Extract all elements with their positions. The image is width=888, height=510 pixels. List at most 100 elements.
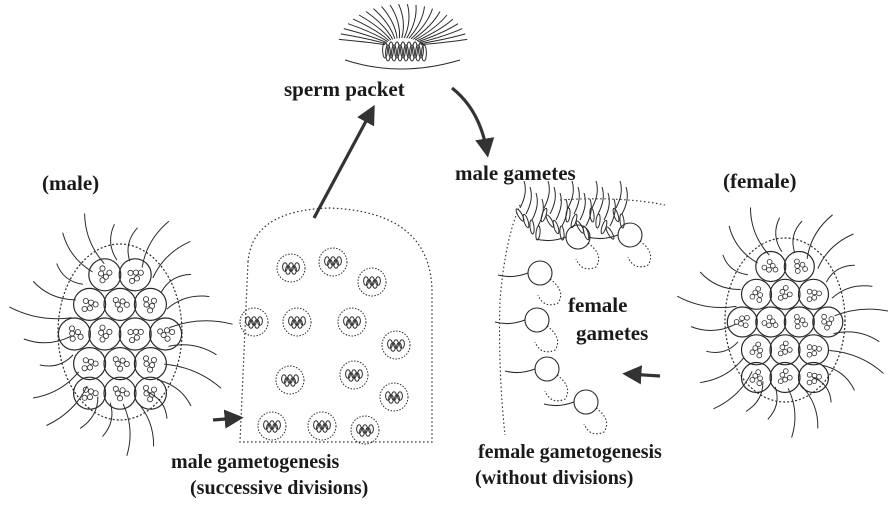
flagellum <box>24 336 71 342</box>
nucleus <box>812 373 817 378</box>
gamete-ghost <box>584 408 607 434</box>
nucleus <box>118 366 123 371</box>
nucleus <box>758 293 763 298</box>
flagellum <box>142 221 169 267</box>
nucleus <box>807 297 812 302</box>
flagellum <box>157 380 191 406</box>
flagellum <box>136 400 154 446</box>
nucleus <box>144 361 149 366</box>
nucleus <box>93 302 98 307</box>
nucleus <box>767 260 772 265</box>
nucleus <box>113 386 118 391</box>
nucleus <box>758 376 763 381</box>
nucleus <box>138 270 143 275</box>
nucleus <box>807 380 812 385</box>
nucleus <box>767 315 772 320</box>
sperm-flagellum <box>407 5 417 38</box>
flagellum <box>147 392 167 419</box>
nucleus <box>87 395 92 400</box>
flagellum <box>63 233 93 272</box>
sperm-head <box>404 45 409 61</box>
nucleus <box>767 267 772 272</box>
sperm-head <box>398 45 403 61</box>
sperm-flagellum <box>404 4 409 38</box>
nucleus <box>87 306 92 311</box>
arrow-to-female-gametes <box>628 374 660 376</box>
nucleus <box>740 316 745 321</box>
sperm-tail <box>598 187 603 214</box>
nucleus <box>82 395 87 400</box>
nucleus <box>107 329 112 334</box>
packet-envelope <box>380 383 408 411</box>
nucleus <box>750 378 755 383</box>
nucleus <box>812 290 817 295</box>
packet-envelope <box>277 254 305 282</box>
gamete-ghost <box>538 279 561 305</box>
nucleus <box>100 266 105 271</box>
flagellum <box>776 218 782 252</box>
flagellum <box>723 255 748 275</box>
male-gametes-label: male gametes <box>455 162 576 184</box>
nucleus <box>143 297 148 302</box>
flagellum <box>818 234 854 269</box>
sperm-tail <box>568 181 573 208</box>
nucleus <box>778 351 783 356</box>
nucleus <box>787 348 792 353</box>
nucleus <box>807 372 812 377</box>
packet-envelope <box>283 308 311 336</box>
nucleus <box>143 356 148 361</box>
female-gamete <box>528 261 552 285</box>
sperm-head <box>401 42 406 58</box>
female-gamete <box>535 357 559 381</box>
flagellum <box>829 351 883 374</box>
arrow-to-male-gametes <box>452 88 487 152</box>
female-label: (female) <box>723 170 796 192</box>
flagellum <box>788 388 795 437</box>
nucleus <box>829 317 834 322</box>
nucleus <box>803 267 808 272</box>
packet-envelope <box>308 412 336 440</box>
sperm-flagellum <box>374 9 395 39</box>
packet-envelope <box>258 412 286 440</box>
arrow-to-sperm-packet <box>314 110 372 218</box>
nucleus <box>82 306 87 311</box>
nucleus <box>75 330 80 335</box>
nucleus <box>113 357 118 362</box>
nucleus <box>787 375 792 380</box>
nucleus <box>773 323 778 328</box>
female-gametogenesis-label: female gametogenesis <box>478 442 662 463</box>
cyst-outline <box>240 208 432 442</box>
nucleus <box>133 270 138 275</box>
nucleus <box>164 328 169 333</box>
sperm-tail <box>610 199 615 226</box>
sperm-packet-illustration <box>339 4 467 69</box>
nucleus <box>148 308 153 313</box>
packet-base <box>345 60 460 69</box>
sperm-tail <box>622 187 627 214</box>
nucleus <box>100 278 105 283</box>
nucleus <box>795 264 800 269</box>
sperm-cell <box>535 226 540 240</box>
nucleus <box>825 325 830 330</box>
nucleus <box>144 302 149 307</box>
nucleus <box>107 270 112 275</box>
sperm-head <box>410 45 415 61</box>
nucleus <box>82 366 87 371</box>
sperm-tail <box>586 199 591 226</box>
sperm-tail <box>604 193 609 220</box>
flagellum <box>40 355 73 366</box>
flagellum <box>161 274 191 292</box>
sperm-tail <box>580 193 585 220</box>
nucleus <box>83 298 88 303</box>
nucleus <box>130 338 135 343</box>
flagellum <box>700 272 741 290</box>
female-organism <box>677 208 888 438</box>
nucleus <box>817 374 822 379</box>
flagellum <box>834 332 880 342</box>
nucleus <box>756 342 761 347</box>
flagellum <box>750 208 769 256</box>
nucleus <box>817 291 822 296</box>
female-gamete <box>566 225 590 249</box>
sperm-head <box>422 45 427 61</box>
male-gametogenesis-cyst <box>240 208 432 444</box>
